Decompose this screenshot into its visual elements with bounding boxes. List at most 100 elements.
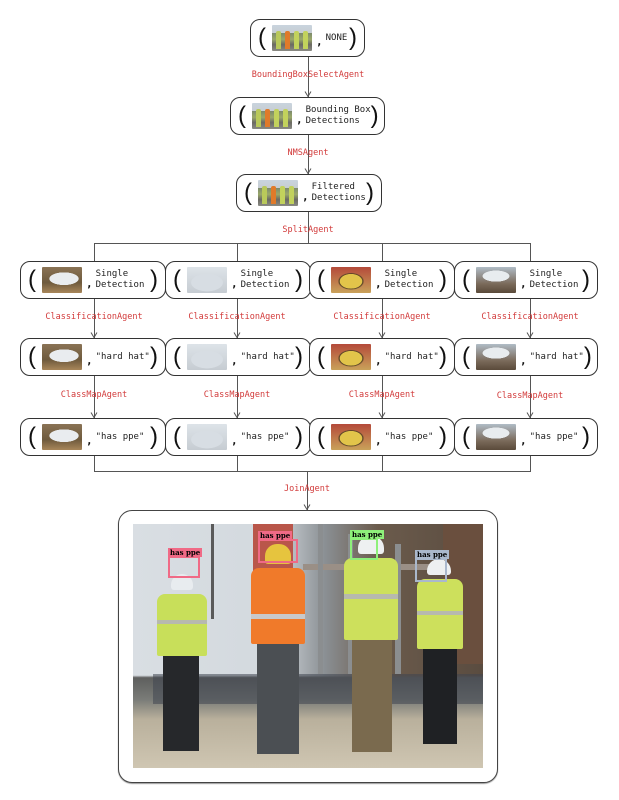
- single-detection-node-2: ( , Single Detection ): [165, 261, 311, 299]
- agent-classification-3: ClassificationAgent: [333, 312, 431, 322]
- agent-classification-1: ClassificationAgent: [45, 312, 143, 322]
- close-paren: ): [439, 423, 447, 450]
- open-paren: (: [28, 266, 36, 293]
- arrow-down-icon: [304, 91, 312, 97]
- agent-classmap-4: ClassMapAgent: [496, 391, 564, 401]
- connector-line: [237, 376, 238, 418]
- worksite-scene-thumbnail: [272, 25, 312, 51]
- connector-line: [307, 471, 308, 510]
- class-label-node-2: ( , "hard hat" ): [165, 338, 311, 376]
- worksite-scene-thumbnail: [258, 180, 298, 206]
- single-detection-node-4: ( , Single Detection ): [454, 261, 598, 299]
- arrow-down-icon: [378, 412, 386, 418]
- arrow-down-icon: [303, 504, 311, 510]
- hard-hat-crop-3: [331, 424, 371, 450]
- open-paren: (: [317, 423, 325, 450]
- close-paren: ): [582, 423, 590, 450]
- connector-line: [530, 376, 531, 418]
- open-paren: (: [28, 343, 36, 370]
- agent-join: JoinAgent: [283, 484, 331, 494]
- bounding-box-detections-node: ( , Bounding Box Detections ): [230, 97, 385, 135]
- mapped-label-node-2: ( , "has ppe" ): [165, 418, 311, 456]
- detection-label: has ppe: [168, 548, 203, 557]
- agent-nms: NMSAgent: [287, 148, 329, 158]
- connector-line: [94, 243, 95, 261]
- mapped-label: "has ppe": [240, 431, 290, 442]
- mapped-label: "has ppe": [95, 431, 145, 442]
- detection-box-3: has ppe: [350, 530, 385, 560]
- class-label-node-1: ( , "hard hat" ): [20, 338, 166, 376]
- hard-hat-crop-4: [476, 267, 516, 293]
- hard-hat-crop-3: [331, 344, 371, 370]
- single-detection-label: Single Detection: [384, 269, 434, 290]
- open-paren: (: [173, 266, 181, 293]
- detection-label: has ppe: [258, 531, 293, 540]
- close-paren: ): [439, 343, 447, 370]
- arrow-down-icon: [526, 332, 534, 338]
- agent-classification-2: ClassificationAgent: [188, 312, 286, 322]
- scaffold-pole: [395, 544, 401, 674]
- connector-line: [308, 212, 309, 243]
- hard-hat-crop-4: [476, 344, 516, 370]
- comma: ,: [316, 34, 323, 48]
- close-paren: ): [295, 423, 303, 450]
- hard-hat-crop-2: [187, 344, 227, 370]
- comma: ,: [302, 189, 309, 203]
- arrow-down-icon: [526, 412, 534, 418]
- worksite-scene-thumbnail: [252, 103, 292, 129]
- mapped-label: "has ppe": [384, 431, 434, 442]
- mapped-label-node-1: ( , "has ppe" ): [20, 418, 166, 456]
- comma: ,: [231, 433, 238, 447]
- split-bar: [94, 243, 530, 244]
- connector-line: [382, 376, 383, 418]
- filtered-detections-label: Filtered Detections: [311, 182, 366, 203]
- comma: ,: [86, 353, 93, 367]
- connector-line: [382, 243, 383, 261]
- agent-classmap-2: ClassMapAgent: [203, 390, 271, 400]
- connector-line: [530, 456, 531, 471]
- hard-hat-crop-3: [331, 267, 371, 293]
- hard-hat-crop-2: [187, 424, 227, 450]
- comma: ,: [520, 276, 527, 290]
- connector-line: [94, 376, 95, 418]
- arrow-down-icon: [378, 332, 386, 338]
- close-paren: ): [150, 423, 158, 450]
- worker-3: [338, 536, 404, 758]
- class-label-node-3: ( , "hard hat" ): [309, 338, 455, 376]
- close-paren: ): [370, 102, 379, 129]
- arrow-down-icon: [90, 332, 98, 338]
- class-label: "hard hat": [95, 351, 150, 362]
- comma: ,: [520, 433, 527, 447]
- input-node: ( , NONE ): [250, 19, 365, 57]
- agent-classmap-1: ClassMapAgent: [60, 390, 128, 400]
- single-detection-label: Single Detection: [95, 269, 145, 290]
- connector-line: [308, 135, 309, 174]
- worker-4: [413, 559, 467, 749]
- detection-box-2: has ppe: [258, 531, 298, 563]
- close-paren: ): [295, 343, 303, 370]
- connector-line: [308, 57, 309, 97]
- close-paren: ): [583, 343, 592, 370]
- arrow-down-icon: [233, 412, 241, 418]
- hard-hat-crop-1: [42, 344, 82, 370]
- class-label: "hard hat": [240, 351, 295, 362]
- close-paren: ): [439, 266, 447, 293]
- input-label: NONE: [325, 32, 348, 43]
- hard-hat-crop-1: [42, 267, 82, 293]
- single-detection-node-3: ( , Single Detection ): [309, 261, 455, 299]
- class-label-node-4: ( , "hard hat" ): [454, 338, 598, 376]
- single-detection-label: Single Detection: [529, 269, 579, 290]
- open-paren: (: [258, 24, 266, 51]
- hard-hat-crop-1: [42, 424, 82, 450]
- connector-line: [237, 456, 238, 471]
- comma: ,: [375, 353, 382, 367]
- connector-line: [530, 243, 531, 261]
- connector-line: [382, 456, 383, 471]
- open-paren: (: [28, 423, 36, 450]
- mapped-label-node-4: ( , "has ppe" ): [454, 418, 598, 456]
- open-paren: (: [238, 102, 246, 129]
- detection-label: has ppe: [350, 530, 385, 539]
- filtered-detections-node: ( , Filtered Detections ): [236, 174, 382, 212]
- hard-hat-crop-2: [187, 267, 227, 293]
- single-detection-label: Single Detection: [240, 269, 290, 290]
